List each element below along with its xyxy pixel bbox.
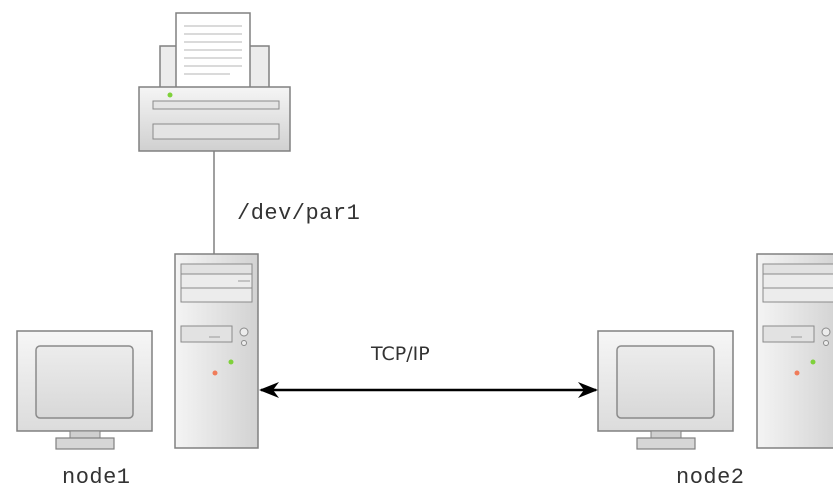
- disk-led: [212, 370, 218, 376]
- node2-label: node2: [676, 465, 745, 490]
- device-label: /dev/par1: [237, 201, 361, 226]
- printer-status-led: [167, 92, 173, 98]
- power-led: [228, 359, 234, 365]
- monitor-icon: [597, 330, 734, 450]
- protocol-label: TCP/IP: [371, 343, 430, 365]
- printer-icon: [138, 12, 291, 152]
- node1-label: node1: [62, 465, 131, 490]
- monitor-icon: [16, 330, 153, 450]
- disk-led: [794, 370, 800, 376]
- tower-icon: [174, 253, 259, 449]
- tower-icon: [756, 253, 833, 449]
- power-led: [810, 359, 816, 365]
